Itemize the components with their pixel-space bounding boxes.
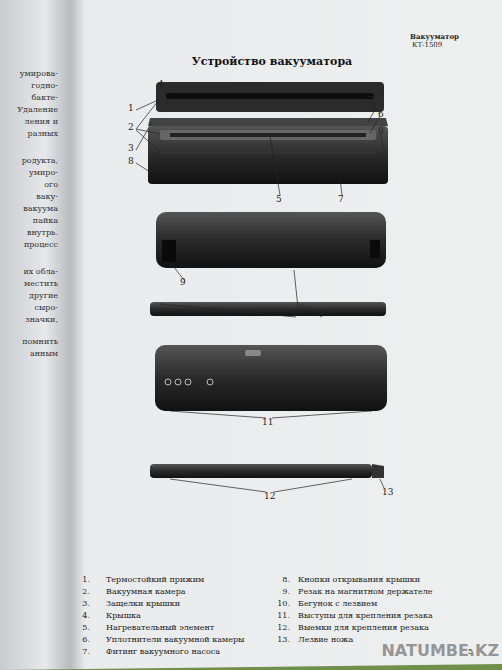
body-fragment: помнить (22, 338, 58, 347)
list-number: 9. (282, 588, 290, 597)
list-item: Кнопки открывания крышки (298, 576, 420, 585)
cutter-bottom (150, 464, 372, 478)
callout-number: 2 (128, 123, 134, 133)
closed-sealer (156, 212, 386, 268)
list-item: Фитинг вакуумного насоса (106, 648, 220, 657)
sealer-top (155, 345, 387, 411)
list-number: 8. (282, 576, 290, 585)
list-item: Выемки для крепления резака (298, 624, 429, 633)
list-number: 1. (82, 576, 90, 585)
body-fragment: вакуума (23, 205, 58, 214)
body-fragment: ого (44, 181, 58, 190)
callout-number: 8 (378, 127, 384, 137)
body-fragment: другие (29, 292, 58, 301)
callout-number: 10 (292, 308, 303, 318)
list-item: Выступы для крепления резака (298, 612, 433, 621)
body-fragment: пайка (33, 217, 58, 226)
list-number: 7. (82, 648, 90, 657)
body-fragment: их обла- (23, 268, 58, 277)
callout-number: 3 (370, 102, 376, 112)
callout-number: 11 (262, 418, 273, 428)
body-fragment: Удаление (17, 106, 58, 115)
cutter (150, 302, 386, 316)
body-fragment: процесс (24, 241, 58, 250)
callout-number: 3 (128, 144, 134, 154)
list-number: 3. (82, 600, 90, 609)
model-code: КТ-1509 (412, 42, 442, 50)
callout-number: 13 (382, 488, 393, 498)
body-fragment: анным (30, 350, 58, 359)
list-item: Вакуумная камера (106, 588, 186, 597)
leader-lines (136, 92, 384, 492)
body-fragment: бакте- (32, 94, 58, 103)
body-fragment: родукта, (22, 157, 58, 166)
callout-number: 8 (128, 157, 134, 167)
list-item: Резак на магнитном держателе (298, 588, 433, 597)
list-item: Бегунок с лезвием (298, 600, 377, 609)
body-fragment: разных (28, 130, 58, 139)
blade (372, 464, 384, 478)
list-item: Лезвие ножа (298, 636, 353, 645)
body-fragment: внутрь. (27, 229, 58, 238)
callout-number: 7 (338, 195, 344, 205)
callout-number: 6 (378, 110, 384, 120)
body-fragment: ления и (25, 118, 58, 127)
list-number: 5. (82, 624, 90, 633)
watermark: NATUMBE.KZ (381, 642, 499, 660)
list-number: 13. (277, 636, 290, 645)
list-number: 12. (277, 624, 290, 633)
body-fragment: сыро- (35, 304, 59, 313)
body-fragment: умиро- (29, 169, 58, 178)
list-item: Уплотнители вакуумной камеры (106, 636, 244, 645)
list-number: 11. (277, 612, 290, 621)
list-number: 2. (82, 588, 90, 597)
header-text: Вакууматор (410, 33, 459, 41)
list-item: Нагревательный элемент (106, 624, 214, 633)
callout-number: 12 (264, 492, 275, 502)
callout-number: 1 (128, 104, 134, 114)
body-fragment: годно- (31, 82, 58, 91)
callout-number: 9 (180, 278, 186, 288)
list-item: Крышка (106, 612, 141, 621)
body-fragment: значки, (25, 316, 58, 325)
body-fragment: ваку- (36, 193, 58, 202)
callout-number: 9 (318, 308, 324, 318)
body-fragment: местить (24, 280, 58, 289)
callout-number: 4 (158, 80, 164, 90)
list-number: 6. (82, 636, 90, 645)
list-item: Термостойкий прижим (106, 576, 204, 585)
callout-number: 3 (378, 88, 384, 98)
list-item: Защелки крышки (106, 600, 180, 609)
body-fragment: умирова- (20, 70, 58, 79)
callout-number: 5 (276, 195, 282, 205)
list-number: 10. (277, 600, 290, 609)
list-number: 4. (82, 612, 90, 621)
page-title: Устройство вакууматора (192, 56, 352, 68)
open-sealer (148, 82, 388, 184)
